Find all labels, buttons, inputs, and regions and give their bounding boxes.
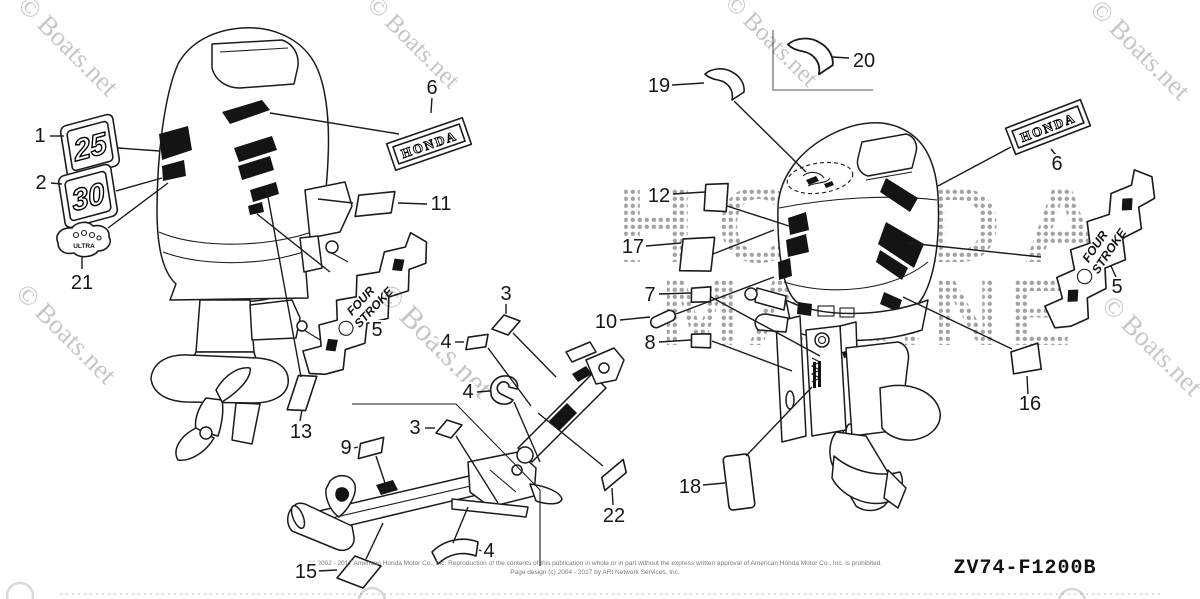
left-outboard-drawing — [150, 27, 353, 461]
decal-four-stroke-right: FOUR STROKE — [1043, 169, 1156, 329]
decal-ultra-text: ULTRA — [73, 243, 95, 250]
callout-5-right: 5 — [1109, 276, 1125, 298]
leader-lines — [50, 56, 1117, 572]
right-cowl-seam — [778, 196, 938, 209]
decal-30: 30 — [57, 163, 119, 229]
decal-4-upper — [465, 333, 489, 351]
decal-9 — [357, 436, 385, 460]
callout-22: 22 — [600, 505, 628, 527]
watermark-text: © Boats.net — [10, 278, 122, 390]
decal-7 — [690, 286, 712, 303]
callout-8: 8 — [642, 332, 658, 354]
decal-3-upper — [491, 314, 521, 336]
decal-ultra: ULTRA — [56, 221, 112, 258]
callout-18: 18 — [676, 476, 704, 498]
decal-honda-right: HONDA — [1004, 98, 1092, 156]
diagram-code: ZV74-F1200B — [953, 557, 1096, 580]
right-outboard-drawing — [744, 122, 941, 512]
callout-4-bottom: 4 — [481, 540, 497, 562]
decal-11 — [354, 190, 396, 218]
callout-15: 15 — [292, 561, 320, 583]
left-prop-blade — [215, 367, 251, 403]
divider-line — [352, 403, 541, 566]
decal-3-lower — [435, 419, 463, 439]
tiller-grip — [287, 502, 355, 551]
clipped-watermark-ring — [1058, 587, 1086, 599]
callout-13: 13 — [287, 421, 315, 443]
decal-17 — [678, 236, 716, 272]
callout-7: 7 — [642, 284, 658, 306]
callout-11: 11 — [428, 193, 454, 215]
decal-13 — [286, 374, 318, 412]
decal-18 — [722, 453, 756, 511]
decal-15 — [336, 555, 382, 589]
watermark-text: © Boats.net — [362, 0, 465, 94]
watermark-text: © Boats.net — [12, 0, 124, 102]
callout-3-upper: 3 — [498, 283, 514, 305]
decal-19 — [704, 68, 745, 101]
right-stern-bracket — [775, 315, 807, 443]
watermark-text: © Boats.net — [1096, 290, 1200, 402]
callout-4-clip: 4 — [460, 381, 476, 403]
right-skeg — [883, 469, 907, 509]
decal-22 — [600, 458, 628, 492]
decal-honda-left: HONDA — [385, 116, 473, 172]
callout-5-left: 5 — [369, 319, 385, 341]
callout-16: 16 — [1016, 393, 1044, 415]
right-cowl-hatch — [856, 133, 918, 177]
callout-21: 21 — [68, 272, 96, 294]
tiller-handle-drawing — [287, 403, 563, 566]
right-cowl-label-ellipse — [786, 161, 854, 195]
callout-6-left: 6 — [424, 77, 440, 99]
decal-12 — [703, 182, 729, 213]
callout-10: 10 — [592, 311, 620, 333]
watermark-text: © Boats.net — [1084, 0, 1196, 106]
callout-2: 2 — [33, 172, 49, 194]
callout-3-lower: 3 — [407, 417, 423, 439]
footer-copyright-line1: (c) 2002 - 2017 American Honda Motor Co.… — [308, 560, 882, 567]
callout-9: 9 — [338, 437, 354, 459]
callout-20: 20 — [850, 50, 878, 72]
clipped-watermark-ring — [5, 581, 35, 599]
shift-rod-drawing — [516, 341, 625, 464]
callout-4-upper: 4 — [438, 331, 454, 353]
left-gearcase — [150, 354, 289, 404]
callout-6-right: 6 — [1049, 153, 1065, 175]
right-mid-decal-black — [813, 361, 821, 388]
callout-17: 17 — [619, 236, 647, 258]
left-mount-bracket — [304, 181, 353, 239]
decal-25: 25 — [59, 113, 121, 179]
decal-8 — [690, 333, 712, 349]
right-prop-blade — [879, 384, 941, 441]
callout-12: 12 — [645, 185, 673, 207]
decal-four-stroke-left: FOUR STROKE — [302, 231, 428, 376]
footer-copyright-line2: Page design (c) 2004 - 2017 by ARI Netwo… — [510, 569, 680, 576]
callout-1: 1 — [32, 125, 48, 147]
decal-10 — [649, 309, 677, 329]
decal-20 — [786, 37, 834, 76]
left-cowl-decal-black — [222, 100, 270, 124]
left-skeg — [231, 402, 261, 445]
decal-4-bottom — [431, 538, 479, 565]
decal-4-clip — [489, 375, 519, 405]
left-cowl-hatch — [211, 39, 299, 89]
callout-19: 19 — [645, 75, 673, 97]
left-prop-hub — [194, 397, 224, 437]
ref-bracket-20 — [772, 30, 873, 91]
clipped-watermark-ring — [357, 586, 387, 599]
decal-16 — [1010, 342, 1043, 375]
left-lower-pan — [169, 271, 309, 301]
left-mid-column — [195, 299, 255, 353]
decal-shapes: 25 30 ULTRA HONDA HONDA — [56, 30, 1156, 589]
